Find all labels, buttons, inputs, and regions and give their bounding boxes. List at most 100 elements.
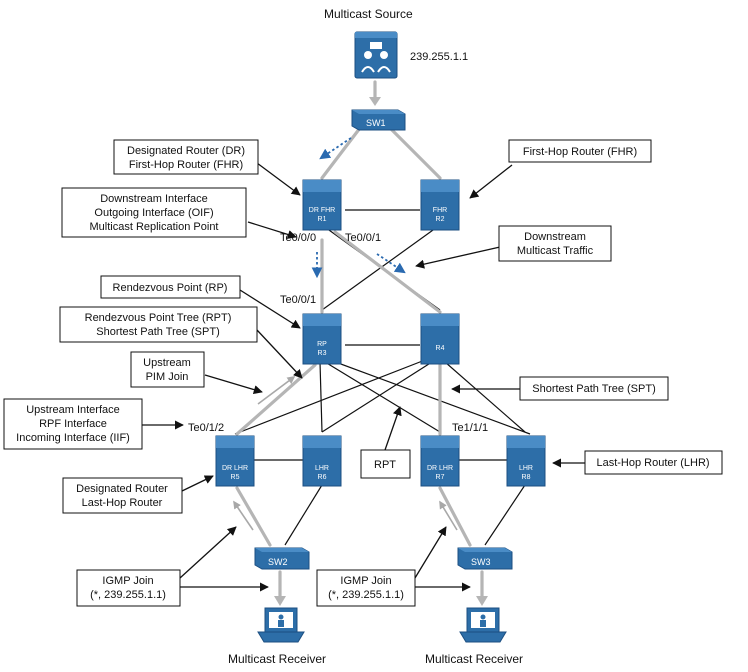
- interface-te111: Te1/1/1: [452, 422, 488, 434]
- router-r8: LHR R8: [506, 435, 546, 487]
- r3-name-label: R3: [318, 350, 327, 357]
- r7-role-label: DR LHR: [427, 465, 453, 472]
- callout-upstream-interface-line1: Upstream Interface: [26, 404, 120, 416]
- sw2-label: SW2: [268, 557, 288, 567]
- sw1-label: SW1: [366, 118, 386, 128]
- callout-arrow-downstream-traffic: [415, 246, 501, 269]
- callout-igmp-left-line1: IGMP Join: [102, 575, 153, 587]
- r6-role-label: LHR: [315, 465, 329, 472]
- interface-te001-r3: Te0/0/1: [280, 294, 316, 306]
- r5-role-label: DR LHR: [222, 465, 248, 472]
- callout-igmp-right: IGMP Join (*, 239.255.1.1): [316, 569, 416, 607]
- laptop-icon-left: [257, 607, 305, 643]
- callout-downstream-interface: Downstream Interface Outgoing Interface …: [61, 187, 247, 238]
- callout-spt-line1: Shortest Path Tree (SPT): [532, 383, 656, 395]
- link-r3-r8: [329, 359, 531, 435]
- r2-name-label: R2: [436, 216, 445, 223]
- callout-lhr: Last-Hop Router (LHR): [584, 450, 723, 475]
- callout-upstream-pim-join-line2: PIM Join: [146, 371, 189, 383]
- interface-te000: Te0/0/0: [280, 232, 316, 244]
- callout-dr-fhr-line1: Designated Router (DR): [127, 145, 245, 157]
- callout-downstream-interface-line3: Multicast Replication Point: [89, 221, 218, 233]
- tree-r5-sw2: [235, 486, 272, 547]
- r8-name-label: R8: [522, 474, 531, 481]
- router-r3: RP R3: [302, 313, 342, 365]
- callout-arrow-fhr: [469, 164, 513, 199]
- router-r2: FHR R2: [420, 179, 460, 231]
- router-r5: DR LHR R5: [215, 435, 255, 487]
- callout-rpt-line1: RPT: [374, 459, 396, 471]
- pim-join-arrow: [257, 376, 296, 405]
- tree-sw1-r2: [388, 126, 442, 180]
- callout-arrow-rpt-spt: [256, 329, 303, 379]
- join-arrows: [233, 376, 458, 531]
- r5-name-label: R5: [231, 474, 240, 481]
- tree-r1-r4: [333, 230, 442, 314]
- callout-arrow-igmp-right-up: [414, 526, 447, 579]
- link-r4-r5: [234, 359, 426, 435]
- callout-rp-line1: Rendezvous Point (RP): [113, 282, 228, 294]
- callout-rpt-spt: Rendezvous Point Tree (RPT) Shortest Pat…: [59, 306, 258, 343]
- callout-dr-lhr-line2: Last-Hop Router: [82, 497, 163, 509]
- flow-arrow-r1-r4: [376, 253, 406, 274]
- interface-te012: Te0/1/2: [188, 422, 224, 434]
- igmp-join-arrow-left: [233, 500, 254, 531]
- sw3-label: SW3: [471, 557, 491, 567]
- link-r3-r6: [319, 361, 323, 433]
- callout-lhr-line1: Last-Hop Router (LHR): [596, 457, 709, 469]
- tree-arrowheads: [274, 97, 488, 606]
- callout-dr-fhr: Designated Router (DR) First-Hop Router …: [113, 139, 259, 175]
- callout-spt: Shortest Path Tree (SPT): [519, 376, 669, 401]
- multicast-source-label: Multicast Source: [324, 7, 413, 21]
- callout-rp: Rendezvous Point (RP): [100, 275, 241, 299]
- callout-igmp-right-line2: (*, 239.255.1.1): [328, 589, 404, 601]
- r3-role-label: RP: [317, 341, 327, 348]
- switch-sw3: SW3: [457, 547, 513, 570]
- r4-name-label: R4: [436, 345, 445, 352]
- callout-arrow-igmp-left-up: [179, 526, 237, 579]
- callout-arrows: [142, 162, 585, 592]
- link-r6-sw2: [284, 484, 323, 546]
- callout-fhr: First-Hop Router (FHR): [508, 139, 652, 163]
- callout-arrow-pim-join: [204, 374, 263, 395]
- igmp-join-arrow-right: [439, 500, 458, 531]
- callout-arrow-rp: [239, 289, 301, 329]
- r2-role-label: FHR: [433, 207, 447, 214]
- router-r6: LHR R6: [302, 435, 342, 487]
- r8-role-label: LHR: [519, 465, 533, 472]
- receiver-label-left: Multicast Receiver: [228, 652, 326, 666]
- link-r8-sw3: [484, 484, 526, 546]
- router-r4: R4: [420, 313, 460, 365]
- flow-arrow-sw1-r1: [319, 137, 352, 160]
- callout-dr-fhr-line2: First-Hop Router (FHR): [129, 159, 243, 171]
- callout-upstream-interface-line2: RPF Interface: [39, 418, 107, 430]
- switch-sw2: SW2: [254, 547, 310, 570]
- flow-arrows: [311, 137, 406, 279]
- r6-name-label: R6: [318, 474, 327, 481]
- tree-arrowhead-rx-right: [476, 596, 488, 606]
- callout-upstream-interface: Upstream Interface RPF Interface Incomin…: [3, 398, 143, 450]
- switch-sw1: SW1: [351, 109, 406, 131]
- callout-arrow-dr-fhr: [256, 162, 301, 196]
- callout-rpt: RPT: [360, 449, 411, 479]
- r1-role-label: DR FHR: [309, 207, 335, 214]
- r1-name-label: R1: [318, 216, 327, 223]
- tree-r7-sw3: [438, 486, 472, 547]
- tree-links: [235, 80, 484, 600]
- callout-igmp-left-line2: (*, 239.255.1.1): [90, 589, 166, 601]
- callout-igmp-left: IGMP Join (*, 239.255.1.1): [76, 569, 181, 607]
- callout-downstream-traffic-line1: Downstream: [524, 231, 586, 243]
- router-r7: DR LHR R7: [420, 435, 460, 487]
- tree-arrowhead-sw1: [369, 97, 381, 106]
- callout-igmp-right-line1: IGMP Join: [340, 575, 391, 587]
- callout-downstream-interface-line2: Outgoing Interface (OIF): [94, 207, 213, 219]
- callout-rpt-spt-line2: Shortest Path Tree (SPT): [96, 326, 220, 338]
- callout-downstream-traffic-line2: Multicast Traffic: [517, 245, 594, 257]
- tree-r3-r5: [235, 363, 317, 436]
- tree-arrowhead-rx-left: [274, 596, 286, 606]
- callout-arrow-downstream-if: [247, 221, 297, 239]
- callout-rpt-spt-line1: Rendezvous Point Tree (RPT): [85, 312, 232, 324]
- tree-sw1-r1: [320, 126, 362, 180]
- callout-downstream-interface-line1: Downstream Interface: [100, 193, 208, 205]
